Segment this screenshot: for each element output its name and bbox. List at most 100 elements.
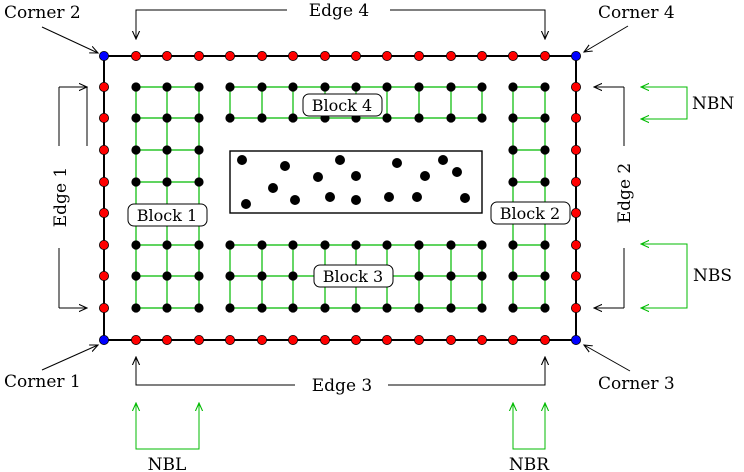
block-3-node xyxy=(414,240,424,250)
nbl-label: NBL xyxy=(148,455,187,472)
block-3-node xyxy=(257,303,267,313)
block-2-node xyxy=(540,303,550,313)
edge-4-label: Edge 4 xyxy=(309,1,369,21)
block-2-node xyxy=(540,82,550,92)
block-3-node xyxy=(225,240,235,250)
edge-1-node xyxy=(99,270,110,281)
block-2-node xyxy=(508,82,518,92)
edge-2-node xyxy=(571,144,582,155)
block-4-node xyxy=(414,82,424,92)
particle xyxy=(334,154,345,165)
block-1-tag: Block 1 xyxy=(127,203,208,227)
block-3-node xyxy=(446,303,456,313)
edge-4-node xyxy=(445,51,456,62)
block-1-node xyxy=(162,240,172,250)
edge-3-node xyxy=(476,334,487,345)
edge-3-node xyxy=(413,334,424,345)
nbr-annotation: NBR xyxy=(509,403,550,472)
edge-3-node xyxy=(445,334,456,345)
particle xyxy=(391,157,402,168)
block-4-node xyxy=(446,82,456,92)
block-3-node xyxy=(351,240,361,250)
edge-1-label: Edge 1 xyxy=(51,167,71,227)
corner-3-node xyxy=(571,334,582,345)
edge-1-node xyxy=(99,82,110,93)
block-4-node xyxy=(225,82,235,92)
block-4-node xyxy=(477,82,487,92)
edge-4-node xyxy=(319,51,330,62)
block-2-node xyxy=(540,145,550,155)
edge-1-node xyxy=(99,207,110,218)
corner-3-arrow xyxy=(584,345,631,372)
corner-1-label: Corner 1 xyxy=(4,372,81,392)
block-1-node xyxy=(131,177,141,187)
block-4-node xyxy=(382,82,392,92)
edge-3-node xyxy=(161,334,172,345)
corner-annotations: Corner 2 Corner 4 Corner 1 Corner 3 xyxy=(4,3,675,394)
block-1-node xyxy=(162,271,172,281)
block-4-node xyxy=(257,82,267,92)
block-3-label: Block 3 xyxy=(323,267,383,286)
block-4-label: Block 4 xyxy=(312,96,372,115)
block-3-node xyxy=(446,271,456,281)
block-3-node xyxy=(477,240,487,250)
edge-2-node xyxy=(571,113,582,124)
block-1-node xyxy=(194,113,204,123)
block-1-node xyxy=(194,177,204,187)
corner-1-arrow xyxy=(41,345,98,371)
block-2-node xyxy=(508,303,518,313)
corner-4-node xyxy=(571,51,582,62)
edge-3-annotation: Edge 3 xyxy=(136,357,545,396)
block-1-node xyxy=(131,240,141,250)
block-1-node xyxy=(194,145,204,155)
edge-3-node xyxy=(507,334,518,345)
block-1-node xyxy=(131,271,141,281)
block-3-node xyxy=(320,303,330,313)
edge-2-node xyxy=(571,239,582,250)
mesh-nodes xyxy=(99,51,582,345)
particle xyxy=(459,192,470,203)
edge-1-node xyxy=(99,302,110,313)
edge-2-annotation: Edge 2 xyxy=(594,87,635,308)
block-2-node xyxy=(508,271,518,281)
edge-4-node xyxy=(130,51,141,62)
block-3-node xyxy=(257,240,267,250)
edge-3-node xyxy=(193,334,204,345)
corner-2-node xyxy=(99,51,110,62)
corner-2-label: Corner 2 xyxy=(4,3,81,23)
edge-3-node xyxy=(540,334,551,345)
nbs-annotation: NBS xyxy=(641,244,732,308)
edge-1-node xyxy=(99,239,110,250)
block-1-node xyxy=(194,240,204,250)
block-4-node xyxy=(320,82,330,92)
particle xyxy=(419,170,430,181)
edge-4-node xyxy=(161,51,172,62)
particle xyxy=(451,166,462,177)
particle xyxy=(240,198,251,209)
block-1-node xyxy=(162,82,172,92)
edge-4-node xyxy=(381,51,392,62)
block-3-node xyxy=(446,240,456,250)
block-3-node xyxy=(477,303,487,313)
block-4-node xyxy=(288,113,298,123)
block-3-node xyxy=(225,303,235,313)
block-4-node xyxy=(351,82,361,92)
block-3-node xyxy=(257,271,267,281)
block-2-node xyxy=(508,240,518,250)
block-4-node xyxy=(414,113,424,123)
particle xyxy=(437,154,448,165)
block-4-node xyxy=(257,113,267,123)
block-3-node xyxy=(288,303,298,313)
nbn-annotation: NBN xyxy=(641,87,734,119)
edge-4-node xyxy=(224,51,235,62)
particle xyxy=(236,154,247,165)
edge-4-node xyxy=(256,51,267,62)
particle xyxy=(383,191,394,202)
nbl-annotation: NBL xyxy=(136,403,199,472)
nbr-label: NBR xyxy=(509,455,550,472)
edge-3-node xyxy=(287,334,298,345)
block-3-node xyxy=(225,271,235,281)
particle xyxy=(324,191,335,202)
block-1-node xyxy=(131,303,141,313)
edge-3-node xyxy=(381,334,392,345)
